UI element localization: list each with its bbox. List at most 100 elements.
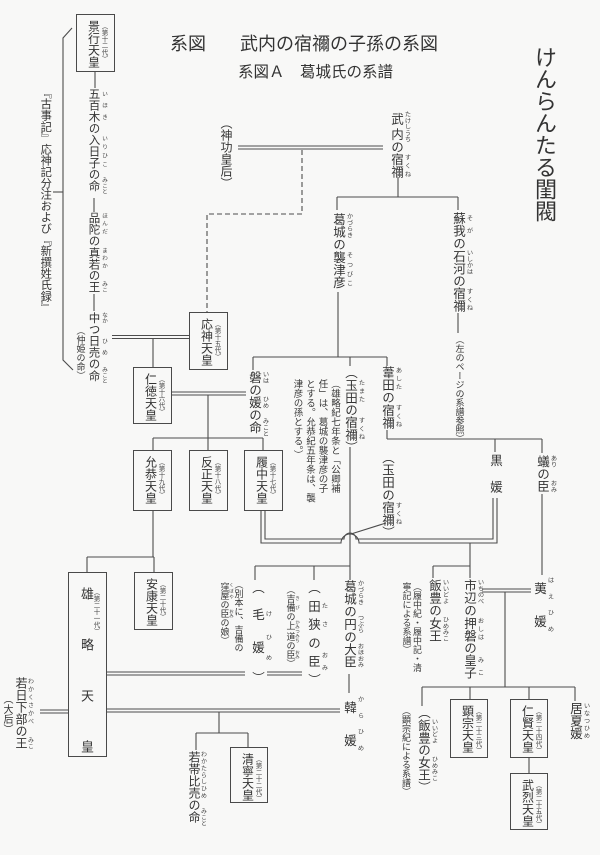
ruby-reading: すくね [357,416,365,441]
emperor-box-keikou: 景行天皇 （第十二代） [76,14,115,72]
person-ookisaki-label: （大后） [1,694,12,734]
ruby-segment: 宿禰すくね [389,153,411,179]
ruby-reading: みこ [26,737,34,749]
person-wakakusakabe: 若日下部わかくさかべの王みこ [14,677,34,749]
title-label: 系図 [170,34,206,55]
ruby-segment: 宿禰すくね [343,416,365,441]
emperor-name: 清寧天皇 [240,753,255,801]
emperor-generation: （第二十一代） [92,589,100,635]
ruby-segment: 命みこと [87,177,107,195]
person-ashida-no-sukune: 葦田あしたの宿禰すくね [380,366,402,429]
emperor-generation: （第二十代） [158,581,166,620]
emperor-name: 応神天皇 [199,318,214,366]
person-tasa-no-omi: （田た狭さの臣おみ） [306,581,328,692]
ruby-segment: 王みこ [87,281,107,293]
richuu-source-note: （履中紀・履中記・清 寧記による系譜） [400,582,422,672]
ruby-reading: おほおみ [356,642,364,668]
person-soga-ishikawa: 蘇我そがの石河いしかはの宿禰すくね [451,212,473,312]
emperor-generation: （第十五代） [213,321,221,360]
ruby-reading: すくね [465,287,473,312]
person-iitoyo-alt: （飯豊いいどよの女王ひめみこ） [416,706,438,794]
ruby-reading: おみ [320,652,328,677]
ruby-reading: いいどよ [441,579,449,604]
tamada-lineage-note: （雄略紀七年条と「公卿補 任」は、葛城の襲津彦の子 とする。允恭紀五年条は、襲 … [290,379,341,503]
ruby-segment: 飯豊いいどよ [427,579,449,604]
emperor-generation: （第十二代） [100,23,108,62]
ruby-segment: 入日子いりひこ [87,134,107,169]
ruby-reading: さ [320,618,328,637]
ruby-reading: わかたらしひめ [199,751,207,799]
ruby-reading: いちのべ [476,579,484,604]
ruby-segment: 臣おみ [218,609,234,618]
ruby-reading: すくね [394,403,402,429]
ruby-reading: そが [465,212,473,237]
person-ichinobe-no-oshiha: 市辺いちのべの押磐おしはの皇子みこ [462,579,484,679]
ruby-reading: ほんだ [100,212,107,235]
emperor-box-seinei: 清寧天皇 （第二十二代） [230,747,268,803]
ruby-reading: た [320,599,328,619]
ruby-segment: 媛ひめ [250,634,272,675]
emperor-generation: （第十七代） [268,459,276,498]
emperor-generation: （第二十三代） [474,708,482,754]
uncertain-descent-dashed-line [206,150,303,312]
emperor-generation: （第十八代） [213,459,221,498]
ruby-reading: おみ [228,609,234,618]
ruby-reading: すくね [403,153,411,179]
ruby-segment: 女王ひめみこ [427,616,449,642]
person-haehime: 荑はえ媛ひめ [532,577,554,643]
ruby-segment: 五百木いほき [87,88,107,123]
emperor-box-ingyou: 允恭天皇 （第十九代） [133,450,172,511]
person-tamada-no-sukune-alt: （玉田の宿禰すくね） [380,451,402,539]
ruby-reading: みこと [261,418,269,437]
ruby-reading: ひめ [264,634,272,675]
person-nakatsuhime: 中なかつ日売ひめの命みこと [87,312,107,384]
ruby-segment: 市辺いちのべ [462,579,484,604]
ruby-segment: 磐いは [247,371,269,384]
ruby-segment: 上道かみつみち [284,619,300,643]
ruby-reading: みこと [100,177,107,195]
ruby-reading: あした [394,366,402,391]
ruby-reading: たけしうち [403,111,411,143]
ruby-reading: おみ [294,650,300,660]
ruby-reading: ひめ [356,728,364,762]
note-line: とする。允恭紀五年条は、襲 [304,379,315,503]
ruby-reading: け [264,607,272,635]
person-ari-no-omi: 蟻ありの臣おみ [535,455,557,493]
ruby-reading: まわか [100,246,107,270]
person-katsuraki-tsubura-no-ooomi: 葛城かづらきの円つぶらの大臣おほおみ [342,580,364,668]
ruby-reading: かづらき [345,213,353,238]
person-karahime: 韓から媛ひめ [342,696,364,762]
emperor-box-richuu: 履中天皇 （第十七代） [244,450,283,511]
person-inatsuhime: 居夏媛いなつひめ [568,702,590,740]
ruby-segment: 襲津彦そつびこ [331,250,353,289]
soga-reference-note: （左のページの系譜参照） [453,335,464,443]
ruby-segment: 臣おみ [284,650,300,660]
alternate-descent-line [350,522,387,535]
emperor-name: 仁賢天皇 [520,705,535,753]
emperor-name: 武烈天皇 [520,779,535,827]
emperor-generation: （第二十二代） [254,756,262,802]
ruby-reading: みこと [199,808,207,826]
page-subtitle: 系図Ａ 葛城氏の系譜 [238,63,394,81]
ruby-reading: あり [549,455,557,468]
ruby-reading: ひめ [546,609,554,643]
ruby-reading: はえ [546,577,554,610]
ruby-reading: そつびこ [345,250,353,289]
emperor-box-oujin: 応神天皇 （第十五代） [189,312,228,370]
ruby-reading: たまた [357,378,365,404]
ruby-segment: 女王ひめみこ [416,756,438,781]
ruby-reading: いしかは [465,249,473,275]
source-note: 『古事記』応神記分注および『新撰姓氏録』 [39,87,53,313]
ruby-segment: 石河いしかは [451,249,473,275]
ruby-reading: なか [100,312,107,324]
ruby-segment: 円つぶら [342,614,364,634]
ruby-reading: いは [261,371,269,384]
emperor-box-kenzou: 顕宗天皇 （第二十三代） [450,699,488,758]
note-line: （履中紀・履中記・清 [411,582,421,672]
person-kurohime: 黒媛 [488,454,503,507]
emperor-name: 景行天皇 [86,20,101,68]
ruby-segment: 若日下部わかくさかべ [14,677,34,725]
ruby-segment: 王みこ [14,737,34,749]
person-iitoyo-no-himemiko: 飯豊いいどよの女王ひめみこ [427,579,449,642]
emperor-name: 仁徳天皇 [143,373,158,421]
